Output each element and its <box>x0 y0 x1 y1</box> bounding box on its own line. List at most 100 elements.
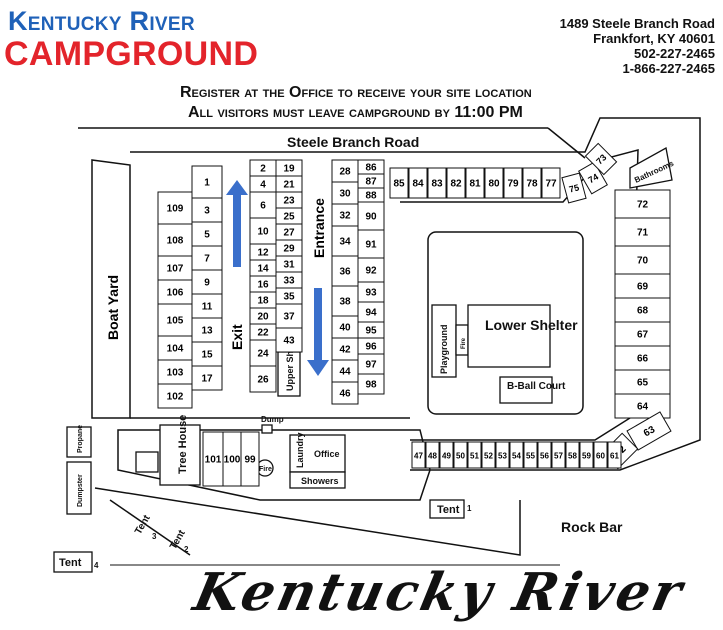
campsite-number: 80 <box>488 179 500 190</box>
campsite-101: 101 <box>202 431 224 487</box>
campsite-box <box>357 257 385 283</box>
campsite-number: 13 <box>201 326 213 337</box>
dump-box <box>261 424 273 434</box>
campsite-number: 90 <box>365 212 377 223</box>
phone-local: 502-227-2465 <box>634 46 715 61</box>
campsite-31: 31 <box>275 255 303 273</box>
campsite-79: 79 <box>503 167 523 199</box>
campsite-box <box>593 441 608 469</box>
campsite-63: 63 <box>626 411 672 451</box>
campsite-number: 100 <box>224 455 241 466</box>
campsite-number: 75 <box>568 182 580 194</box>
campsite-box <box>541 167 561 199</box>
campsite-number: 38 <box>339 297 351 308</box>
campsite-97: 97 <box>357 353 385 375</box>
office-label: Office <box>314 449 340 459</box>
campsite-40: 40 <box>331 315 359 339</box>
road-edge-diagonal <box>547 127 586 159</box>
campsite-85: 85 <box>389 167 409 199</box>
tent-2-number: 2 <box>184 545 189 554</box>
campsite-21: 21 <box>275 175 303 193</box>
campsite-100: 100 <box>222 431 242 487</box>
campsite-2: 2 <box>249 159 277 177</box>
campsite-box <box>614 369 671 395</box>
campsite-number: 40 <box>339 323 351 334</box>
campsite-number: 83 <box>431 179 443 190</box>
upper-shelter-label: Upper Shelter <box>285 331 295 391</box>
campsite-65: 65 <box>614 369 671 395</box>
campsite-box <box>578 161 608 195</box>
campsite-box <box>481 441 496 469</box>
tent-1-number: 1 <box>467 504 472 513</box>
campsite-number: 77 <box>545 179 557 190</box>
campsite-96: 96 <box>357 337 385 355</box>
campsite-number: 43 <box>283 336 295 347</box>
campsite-number: 4 <box>260 180 266 191</box>
propane-label: Propane <box>77 425 84 453</box>
exit-label: Exit <box>229 324 245 350</box>
campsite-5: 5 <box>191 221 223 247</box>
campsite-number: 59 <box>582 452 591 461</box>
dumpster-box <box>66 461 92 515</box>
bball-court-box <box>499 376 553 404</box>
campsite-number: 86 <box>365 163 377 174</box>
campsite-105: 105 <box>157 303 193 337</box>
campsite-15: 15 <box>191 341 223 367</box>
tent-4-number: 4 <box>94 561 99 570</box>
campsite-number: 5 <box>204 230 210 241</box>
campsite-number: 12 <box>257 248 269 259</box>
campsite-number: 51 <box>470 452 479 461</box>
lower-area-outline <box>117 429 431 501</box>
campsite-number: 65 <box>637 378 649 389</box>
campsite-75: 75 <box>561 172 587 204</box>
playground-box <box>431 304 457 378</box>
campsite-number: 95 <box>365 326 377 337</box>
campsite-69: 69 <box>614 273 671 299</box>
tree-house-annex-box <box>135 451 159 473</box>
campsite-22: 22 <box>249 323 277 341</box>
campsite-box <box>191 221 223 247</box>
campsite-number: 1 <box>204 178 210 189</box>
campsite-box <box>191 197 223 223</box>
campsite-number: 102 <box>167 392 184 403</box>
campsite-24: 24 <box>249 339 277 367</box>
campsite-34: 34 <box>331 225 359 257</box>
campsite-93: 93 <box>357 281 385 303</box>
campsite-box <box>249 191 277 219</box>
river-bank-path <box>94 487 521 556</box>
campsite-box <box>614 297 671 323</box>
campsite-box <box>191 245 223 271</box>
campsite-number: 11 <box>202 302 213 313</box>
campsite-61: 61 <box>607 441 622 469</box>
address-street: 1489 Steele Branch Road <box>559 16 715 31</box>
campsite-74: 74 <box>578 161 608 195</box>
campsite-20: 20 <box>249 307 277 325</box>
campsite-53: 53 <box>495 441 510 469</box>
campsite-number: 97 <box>365 360 377 371</box>
campsite-94: 94 <box>357 301 385 323</box>
campsite-number: 2 <box>260 164 266 175</box>
campsite-102: 102 <box>157 383 193 409</box>
campsite-80: 80 <box>484 167 504 199</box>
campsite-60: 60 <box>593 441 608 469</box>
dump-label: Dump <box>261 415 284 424</box>
campsite-12: 12 <box>249 243 277 261</box>
tree-house-label: Tree House <box>177 415 189 474</box>
fire-label: Fire <box>259 466 272 473</box>
campsite-number: 6 <box>260 201 266 212</box>
campsite-83: 83 <box>427 167 447 199</box>
notice-visitors: All visitors must leave campground by 11… <box>188 104 523 121</box>
campsite-number: 99 <box>244 455 256 466</box>
campsite-box <box>389 167 409 199</box>
campsite-number: 35 <box>283 292 295 303</box>
campsite-number: 15 <box>201 350 213 361</box>
campsite-58: 58 <box>565 441 580 469</box>
campsite-17: 17 <box>191 365 223 391</box>
campsite-box <box>240 431 260 487</box>
campsite-box <box>357 373 385 395</box>
campsite-number: 20 <box>257 312 269 323</box>
campsite-box <box>331 255 359 287</box>
campsite-box <box>537 441 552 469</box>
campsite-3: 3 <box>191 197 223 223</box>
campsite-103: 103 <box>157 359 193 385</box>
